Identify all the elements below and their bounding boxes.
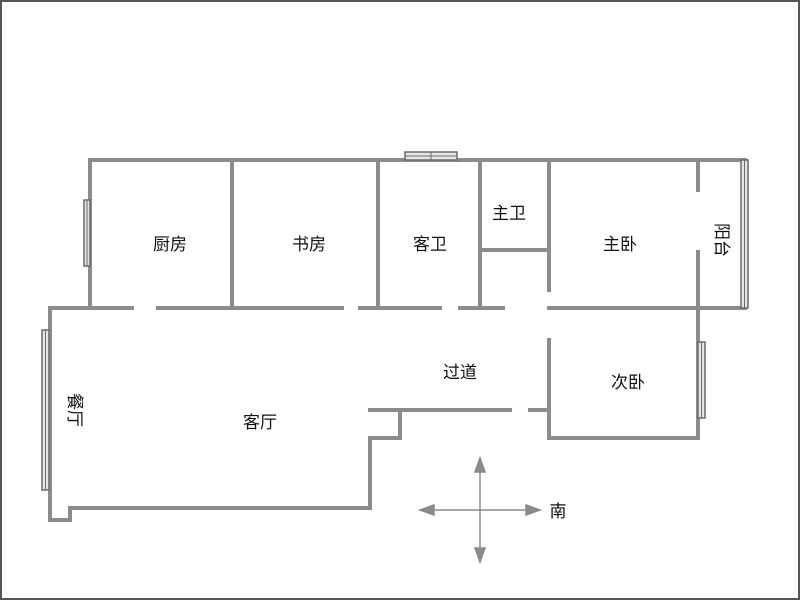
compass-arrow-west [417, 503, 435, 517]
window-balcony [740, 159, 749, 309]
label-living-room: 客厅 [243, 413, 277, 433]
compass-direction-label: 南 [550, 502, 567, 522]
label-study: 书房 [292, 235, 326, 255]
window-second-bedroom [697, 341, 706, 419]
room-labels: 厨房 书房 客卫 主卫 主卧 阳台 过道 次卧 餐厅 客厅 [64, 204, 731, 433]
compass-arrow-east [525, 503, 543, 517]
label-kitchen: 厨房 [153, 235, 187, 255]
compass-arrow-south [473, 547, 487, 565]
window-kitchen [83, 199, 91, 267]
label-master-bath: 主卫 [492, 204, 526, 224]
compass-arrow-north [473, 455, 487, 473]
label-master-bedroom: 主卧 [603, 235, 637, 255]
label-corridor: 过道 [443, 363, 477, 383]
window-top [404, 151, 458, 161]
label-guest-bath: 客卫 [413, 235, 447, 255]
label-balcony: 阳台 [711, 223, 731, 257]
label-second-bedroom: 次卧 [611, 373, 645, 393]
window-dining [41, 329, 50, 491]
windows [41, 151, 749, 491]
compass [417, 455, 543, 565]
label-dining: 餐厅 [64, 393, 84, 427]
